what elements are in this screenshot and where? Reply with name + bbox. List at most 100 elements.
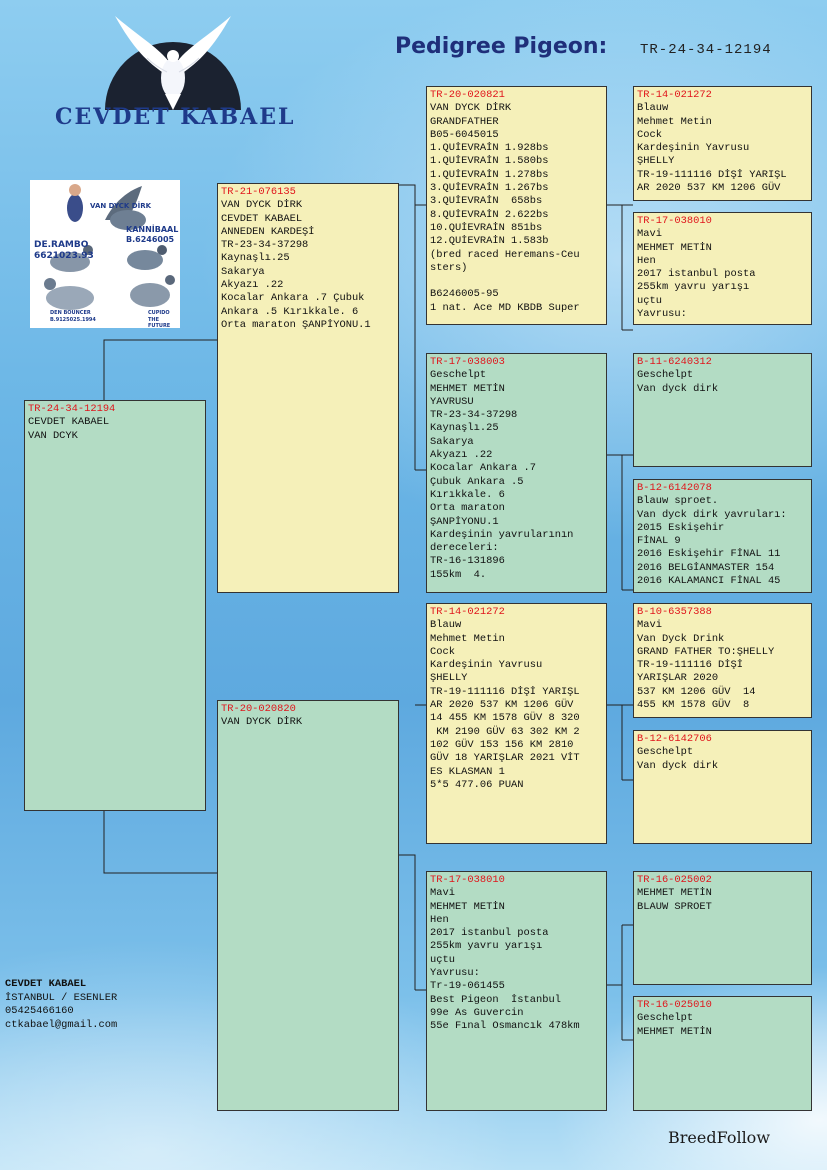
card-text-line: MEHMET METİN bbox=[637, 1025, 712, 1038]
card-text-line: Blauw bbox=[430, 619, 462, 632]
photo-label: DE.RAMBO bbox=[34, 240, 89, 250]
ring-number: TR-21-076135 bbox=[221, 186, 296, 198]
pigeon-photo-collage: DE.RAMBO 6621023.93 VAN DYCK DİRK KANNİB… bbox=[30, 180, 180, 328]
card-text-line: 55e Fınal Osmancık 478km bbox=[430, 1020, 580, 1033]
card-text-line: 8.QUİEVRAİN 2.622bs bbox=[430, 208, 549, 221]
card-text-line: Kardeşinin Yavrusu bbox=[637, 142, 750, 155]
card-text-line: BLAUW SPROET bbox=[637, 900, 712, 913]
photo-label: DEN BOUNCER bbox=[50, 310, 91, 316]
card-text-line: 14 455 KM 1578 GÜV 8 320 bbox=[430, 712, 580, 725]
card-text-line: Akyazı .22 bbox=[430, 449, 493, 462]
card-text-line: ŞANPİYONU.1 bbox=[430, 515, 499, 528]
card-text-line: Yavrusu: bbox=[430, 967, 480, 980]
card-text-line: VAN DYCK DİRK bbox=[221, 716, 303, 729]
card-text-line: Yavrusu: bbox=[637, 308, 687, 321]
card-text-line: Geschelpt bbox=[637, 746, 694, 759]
footer-brand: BreedFollow bbox=[668, 1128, 771, 1147]
card-text-line: Mehmet Metin bbox=[637, 115, 712, 128]
card-text-line: VAN DCYK bbox=[28, 429, 78, 442]
card-text-line: Van dyck dirk bbox=[637, 382, 719, 395]
ring-number: TR-14-021272 bbox=[430, 606, 505, 618]
card-text-line: Kaynaşlı.25 bbox=[430, 422, 499, 435]
ring-number: TR-24-34-12194 bbox=[28, 403, 116, 415]
photo-label: B.6246005 bbox=[126, 235, 175, 244]
card-text-line: Akyazı .22 bbox=[221, 279, 284, 292]
card-text-line: B05-6045015 bbox=[430, 128, 499, 141]
card-text-line: Van dyck dirk bbox=[637, 759, 719, 772]
card-text-line: TR-19-111116 DİŞİ bbox=[637, 659, 744, 672]
owner-phone: 05425466160 bbox=[5, 1005, 74, 1017]
photo-label: THE FUTURE bbox=[148, 317, 171, 328]
card-text-line bbox=[430, 275, 603, 288]
card-text-line: GÜV 18 YARIŞLAR 2021 VİT bbox=[430, 752, 580, 765]
card-text-line: AR 2020 537 KM 1206 GÜV bbox=[430, 699, 574, 712]
card-text-line: Kocalar Ankara .7 bbox=[430, 462, 537, 475]
card-text-line: Çubuk Ankara .5 bbox=[430, 475, 524, 488]
card-text-line: TR-19-111116 DİŞİ YARIŞL bbox=[637, 168, 787, 181]
card-text-line: uçtu bbox=[430, 953, 455, 966]
card-text-line: Blauw sproet. bbox=[637, 495, 719, 508]
card-text-line: MEHMET METİN bbox=[430, 900, 505, 913]
ring-number: B-11-6240312 bbox=[637, 356, 712, 368]
card-text-line: 2016 KALAMANCI FİNAL 45 bbox=[637, 575, 781, 588]
photo-label: B.9125025.1994 bbox=[50, 317, 96, 323]
card-text-line: 12.QUİEVRAİN 1.583b bbox=[430, 235, 549, 248]
card-text-line: Geschelpt bbox=[637, 369, 694, 382]
card-text-line: CEVDET KABAEL bbox=[221, 212, 303, 225]
photo-label: KANNİBAAL bbox=[126, 225, 179, 234]
card-text-line: 255km yavru yarışı bbox=[637, 281, 750, 294]
card-text-line: GRANDFATHER bbox=[430, 115, 499, 128]
card-text-line: 102 GÜV 153 156 KM 2810 bbox=[430, 738, 574, 751]
card-text-line: MEHMET METİN bbox=[637, 887, 712, 900]
card-text-line: Cock bbox=[637, 128, 662, 141]
card-text-line: FİNAL 9 bbox=[637, 535, 681, 548]
card-text-line: Best Pigeon İstanbul bbox=[430, 993, 561, 1006]
card-text-line: Cock bbox=[430, 645, 455, 658]
card-text-line: YAVRUSU bbox=[430, 395, 474, 408]
owner-contact: CEVDET KABAEL İSTANBUL / ESENLER 0542546… bbox=[5, 978, 117, 1032]
card-text-line: 5*5 477.06 PUAN bbox=[430, 778, 524, 791]
ring-number: TR-16-025010 bbox=[637, 999, 712, 1011]
card-text-line: Kocalar Ankara .7 Çubuk bbox=[221, 292, 365, 305]
dove-logo-icon bbox=[105, 16, 241, 110]
ring-number: TR-20-020820 bbox=[221, 703, 296, 715]
card-text-line: Mavi bbox=[637, 228, 662, 241]
card-text-line: TR-23-34-37298 bbox=[221, 239, 309, 252]
card-text-line: Geschelpt bbox=[430, 369, 487, 382]
owner-email: ctkabael@gmail.com bbox=[5, 1018, 118, 1031]
card-text-line: 2016 Eskişehir FİNAL 11 bbox=[637, 548, 781, 561]
card-text-line: 1.QUİEVRAİN 1.278bs bbox=[430, 168, 549, 181]
ring-number: TR-17-038010 bbox=[430, 874, 505, 886]
photo-label: VAN DYCK DİRK bbox=[90, 202, 152, 210]
card-text-line: ANNEDEN KARDEŞİ bbox=[221, 225, 315, 238]
card-text-line: 2017 istanbul posta bbox=[430, 927, 549, 940]
card-text-line: 2015 Eskişehir bbox=[637, 521, 725, 534]
card-text-line: KM 2190 GÜV 63 302 KM 2 bbox=[430, 725, 580, 738]
page-title: Pedigree Pigeon: bbox=[395, 34, 608, 59]
ring-number: TR-14-021272 bbox=[637, 89, 712, 101]
ring-number: TR-20-020821 bbox=[430, 89, 505, 101]
card-text-line: 255km yavru yarışı bbox=[430, 940, 543, 953]
card-text-line: Kırıkkale. 6 bbox=[430, 488, 505, 501]
card-text-line: Kaynaşlı.25 bbox=[221, 252, 290, 265]
breeder-name: CEVDET KABAEL bbox=[55, 104, 296, 130]
photo-label: CUPIDO bbox=[148, 310, 170, 316]
card-text-line: Mavi bbox=[637, 619, 662, 632]
card-text-line: 3.QUİEVRAİN 1.267bs bbox=[430, 182, 549, 195]
card-text-line: Orta maraton bbox=[430, 502, 505, 515]
card-text-line: 155km 4. bbox=[430, 568, 487, 581]
card-text-line: VAN DYCK DİRK bbox=[430, 102, 512, 115]
card-text-line: Kardeşinin Yavrusu bbox=[430, 659, 543, 672]
card-text-line: ŞHELLY bbox=[430, 672, 468, 685]
card-text-line: 99e As Guvercin bbox=[430, 1006, 524, 1019]
card-text-line: GRAND FATHER TO:ŞHELLY bbox=[637, 645, 775, 658]
card-text-line: Geschelpt bbox=[637, 1012, 694, 1025]
